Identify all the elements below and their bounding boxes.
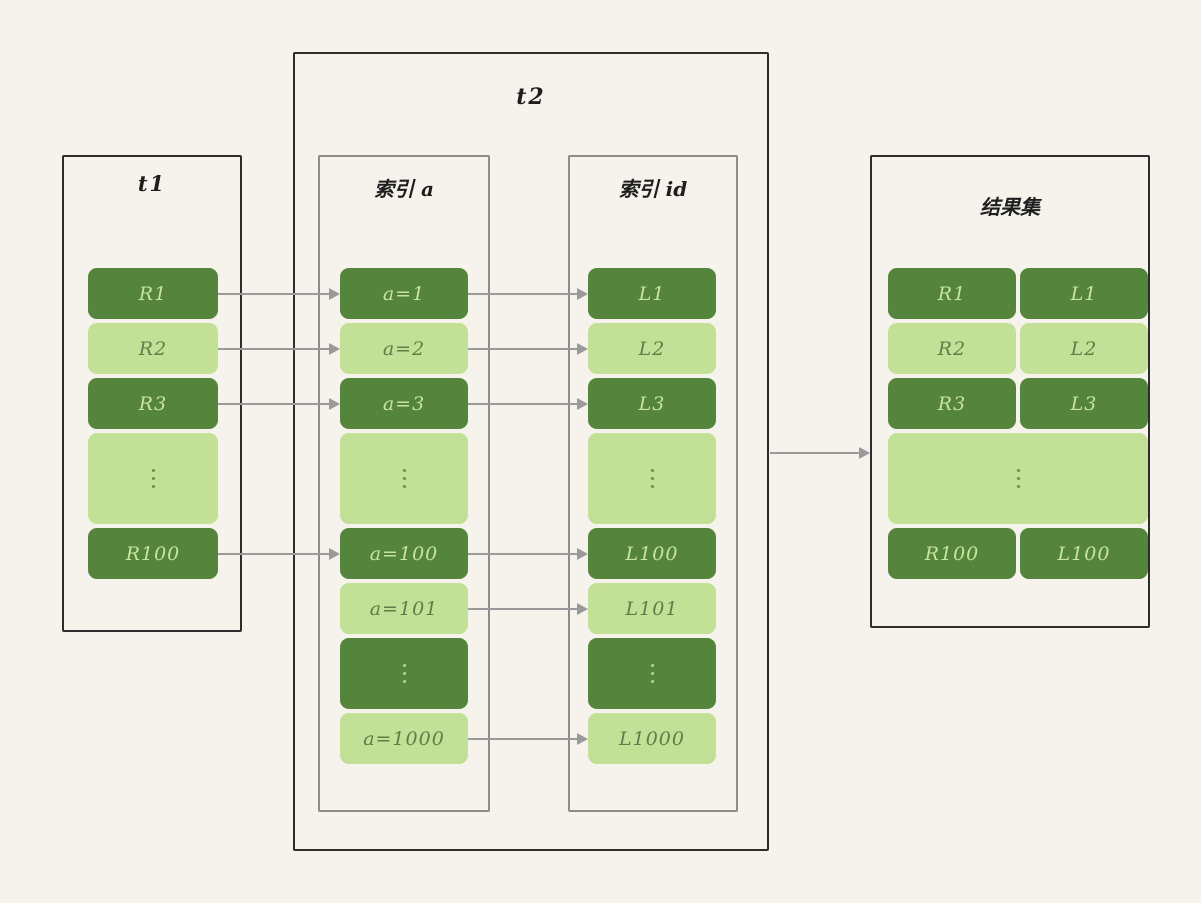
index-a-row-cell[interactable]: a=101 — [340, 583, 468, 634]
ellipsis-dots — [402, 469, 406, 488]
ellipsis-dots — [402, 664, 406, 683]
index-a-title: 索引 a — [374, 177, 434, 201]
index-a-row-cell[interactable]: a=2 — [340, 323, 468, 374]
arrow-index-a-to-index-id-1-line — [468, 347, 579, 350]
index-a-row-cell[interactable] — [340, 638, 468, 709]
result-set-row-cell-left[interactable]: R100 — [888, 528, 1016, 579]
result-set-cell-label: L2 — [1070, 337, 1098, 360]
arrow-t1-to-index-a-0-line — [218, 292, 331, 295]
result-set-row-cell-left[interactable]: R1 — [888, 268, 1016, 319]
index-a-row-cell-label: a=101 — [369, 597, 439, 620]
result-set-cell-label: R2 — [937, 337, 967, 360]
arrow-t1-to-index-a-3-head — [329, 547, 340, 560]
arrow-index-a-to-index-id-5-head — [577, 732, 588, 745]
result-set-row-cell-left[interactable]: R2 — [888, 323, 1016, 374]
arrow-index-a-to-index-id-5-line — [468, 737, 579, 740]
table-t1-row-cell[interactable]: R1 — [88, 268, 218, 319]
result-set-cell-label: L3 — [1070, 392, 1098, 415]
index-id-row-cell-label: L1 — [638, 282, 666, 305]
result-set-cell-label: R100 — [924, 542, 980, 565]
table-t1-row-cell[interactable]: R3 — [88, 378, 218, 429]
table-t1-row-cell-label: R2 — [138, 337, 168, 360]
ellipsis-dots — [1016, 469, 1020, 488]
result-set-row-cell[interactable] — [888, 433, 1148, 524]
arrow-index-a-to-index-id-0-line — [468, 292, 579, 295]
table-t2-title: t2 — [516, 84, 546, 110]
result-set-row-cell-right[interactable]: L100 — [1020, 528, 1148, 579]
index-a-row-cell-label: a=3 — [382, 392, 426, 415]
arrow-t2-to-result-set-head — [859, 447, 870, 459]
index-id-row-cell-label: L2 — [638, 337, 666, 360]
ellipsis-dots — [151, 469, 155, 488]
index-a-row-cell-label: a=2 — [382, 337, 426, 360]
result-set-title: 结果集 — [980, 195, 1040, 219]
index-a-row-cell[interactable]: a=1 — [340, 268, 468, 319]
table-t1-row-cell-label: R1 — [138, 282, 168, 305]
result-set-row-cell-left[interactable]: R3 — [888, 378, 1016, 429]
arrow-index-a-to-index-id-4-line — [468, 607, 579, 610]
arrow-t1-to-index-a-3-line — [218, 552, 331, 555]
index-id-row-cell[interactable]: L1 — [588, 268, 716, 319]
arrow-t1-to-index-a-1-line — [218, 347, 331, 350]
index-a-row-cell[interactable]: a=100 — [340, 528, 468, 579]
result-set-cell-label: L100 — [1057, 542, 1111, 565]
arrow-index-a-to-index-id-2-head — [577, 397, 588, 410]
index-a-row-cell[interactable]: a=3 — [340, 378, 468, 429]
index-id-row-cell[interactable]: L2 — [588, 323, 716, 374]
ellipsis-dots — [650, 664, 654, 683]
table-t1-row-cell[interactable] — [88, 433, 218, 524]
result-set-cell-label: R3 — [937, 392, 967, 415]
table-t1-row-cell-label: R100 — [125, 542, 181, 565]
index-id-row-cell[interactable]: L3 — [588, 378, 716, 429]
result-set-cell-label: R1 — [937, 282, 967, 305]
index-id-row-cell[interactable]: L100 — [588, 528, 716, 579]
ellipsis-dots — [650, 469, 654, 488]
arrow-index-a-to-index-id-0-head — [577, 287, 588, 300]
index-id-row-cell-label: L100 — [625, 542, 679, 565]
index-id-row-cell-label: L1000 — [619, 727, 685, 750]
index-a-row-cell-label: a=1000 — [363, 727, 445, 750]
index-a-row-cell[interactable]: a=1000 — [340, 713, 468, 764]
index-id-row-cell-label: L3 — [638, 392, 666, 415]
arrow-t1-to-index-a-1-head — [329, 342, 340, 355]
result-set-row-cell-right[interactable]: L2 — [1020, 323, 1148, 374]
arrow-index-a-to-index-id-3-line — [468, 552, 579, 555]
index-a-row-cell-label: a=100 — [369, 542, 439, 565]
result-set-row-cell-right[interactable]: L1 — [1020, 268, 1148, 319]
index-id-row-cell[interactable]: L101 — [588, 583, 716, 634]
arrow-index-a-to-index-id-1-head — [577, 342, 588, 355]
index-id-row-cell[interactable] — [588, 638, 716, 709]
index-a-row-cell-label: a=1 — [382, 282, 426, 305]
index-id-row-cell[interactable]: L1000 — [588, 713, 716, 764]
arrow-t1-to-index-a-2-head — [329, 397, 340, 410]
index-id-row-cell-label: L101 — [625, 597, 679, 620]
index-id-row-cell[interactable] — [588, 433, 716, 524]
table-t1-row-cell[interactable]: R100 — [88, 528, 218, 579]
arrow-index-a-to-index-id-3-head — [577, 547, 588, 560]
result-set-row-cell-right[interactable]: L3 — [1020, 378, 1148, 429]
table-t1-row-cell-label: R3 — [138, 392, 168, 415]
table-t1-row-cell[interactable]: R2 — [88, 323, 218, 374]
arrow-t2-to-result-set-line — [770, 452, 861, 454]
index-id-title: 索引 id — [618, 177, 688, 201]
result-set-cell-label: L1 — [1070, 282, 1098, 305]
table-t1-title: t1 — [137, 171, 167, 196]
index-a-row-cell[interactable] — [340, 433, 468, 524]
arrow-index-a-to-index-id-2-line — [468, 402, 579, 405]
arrow-index-a-to-index-id-4-head — [577, 602, 588, 615]
arrow-t1-to-index-a-2-line — [218, 402, 331, 405]
arrow-t1-to-index-a-0-head — [329, 287, 340, 300]
